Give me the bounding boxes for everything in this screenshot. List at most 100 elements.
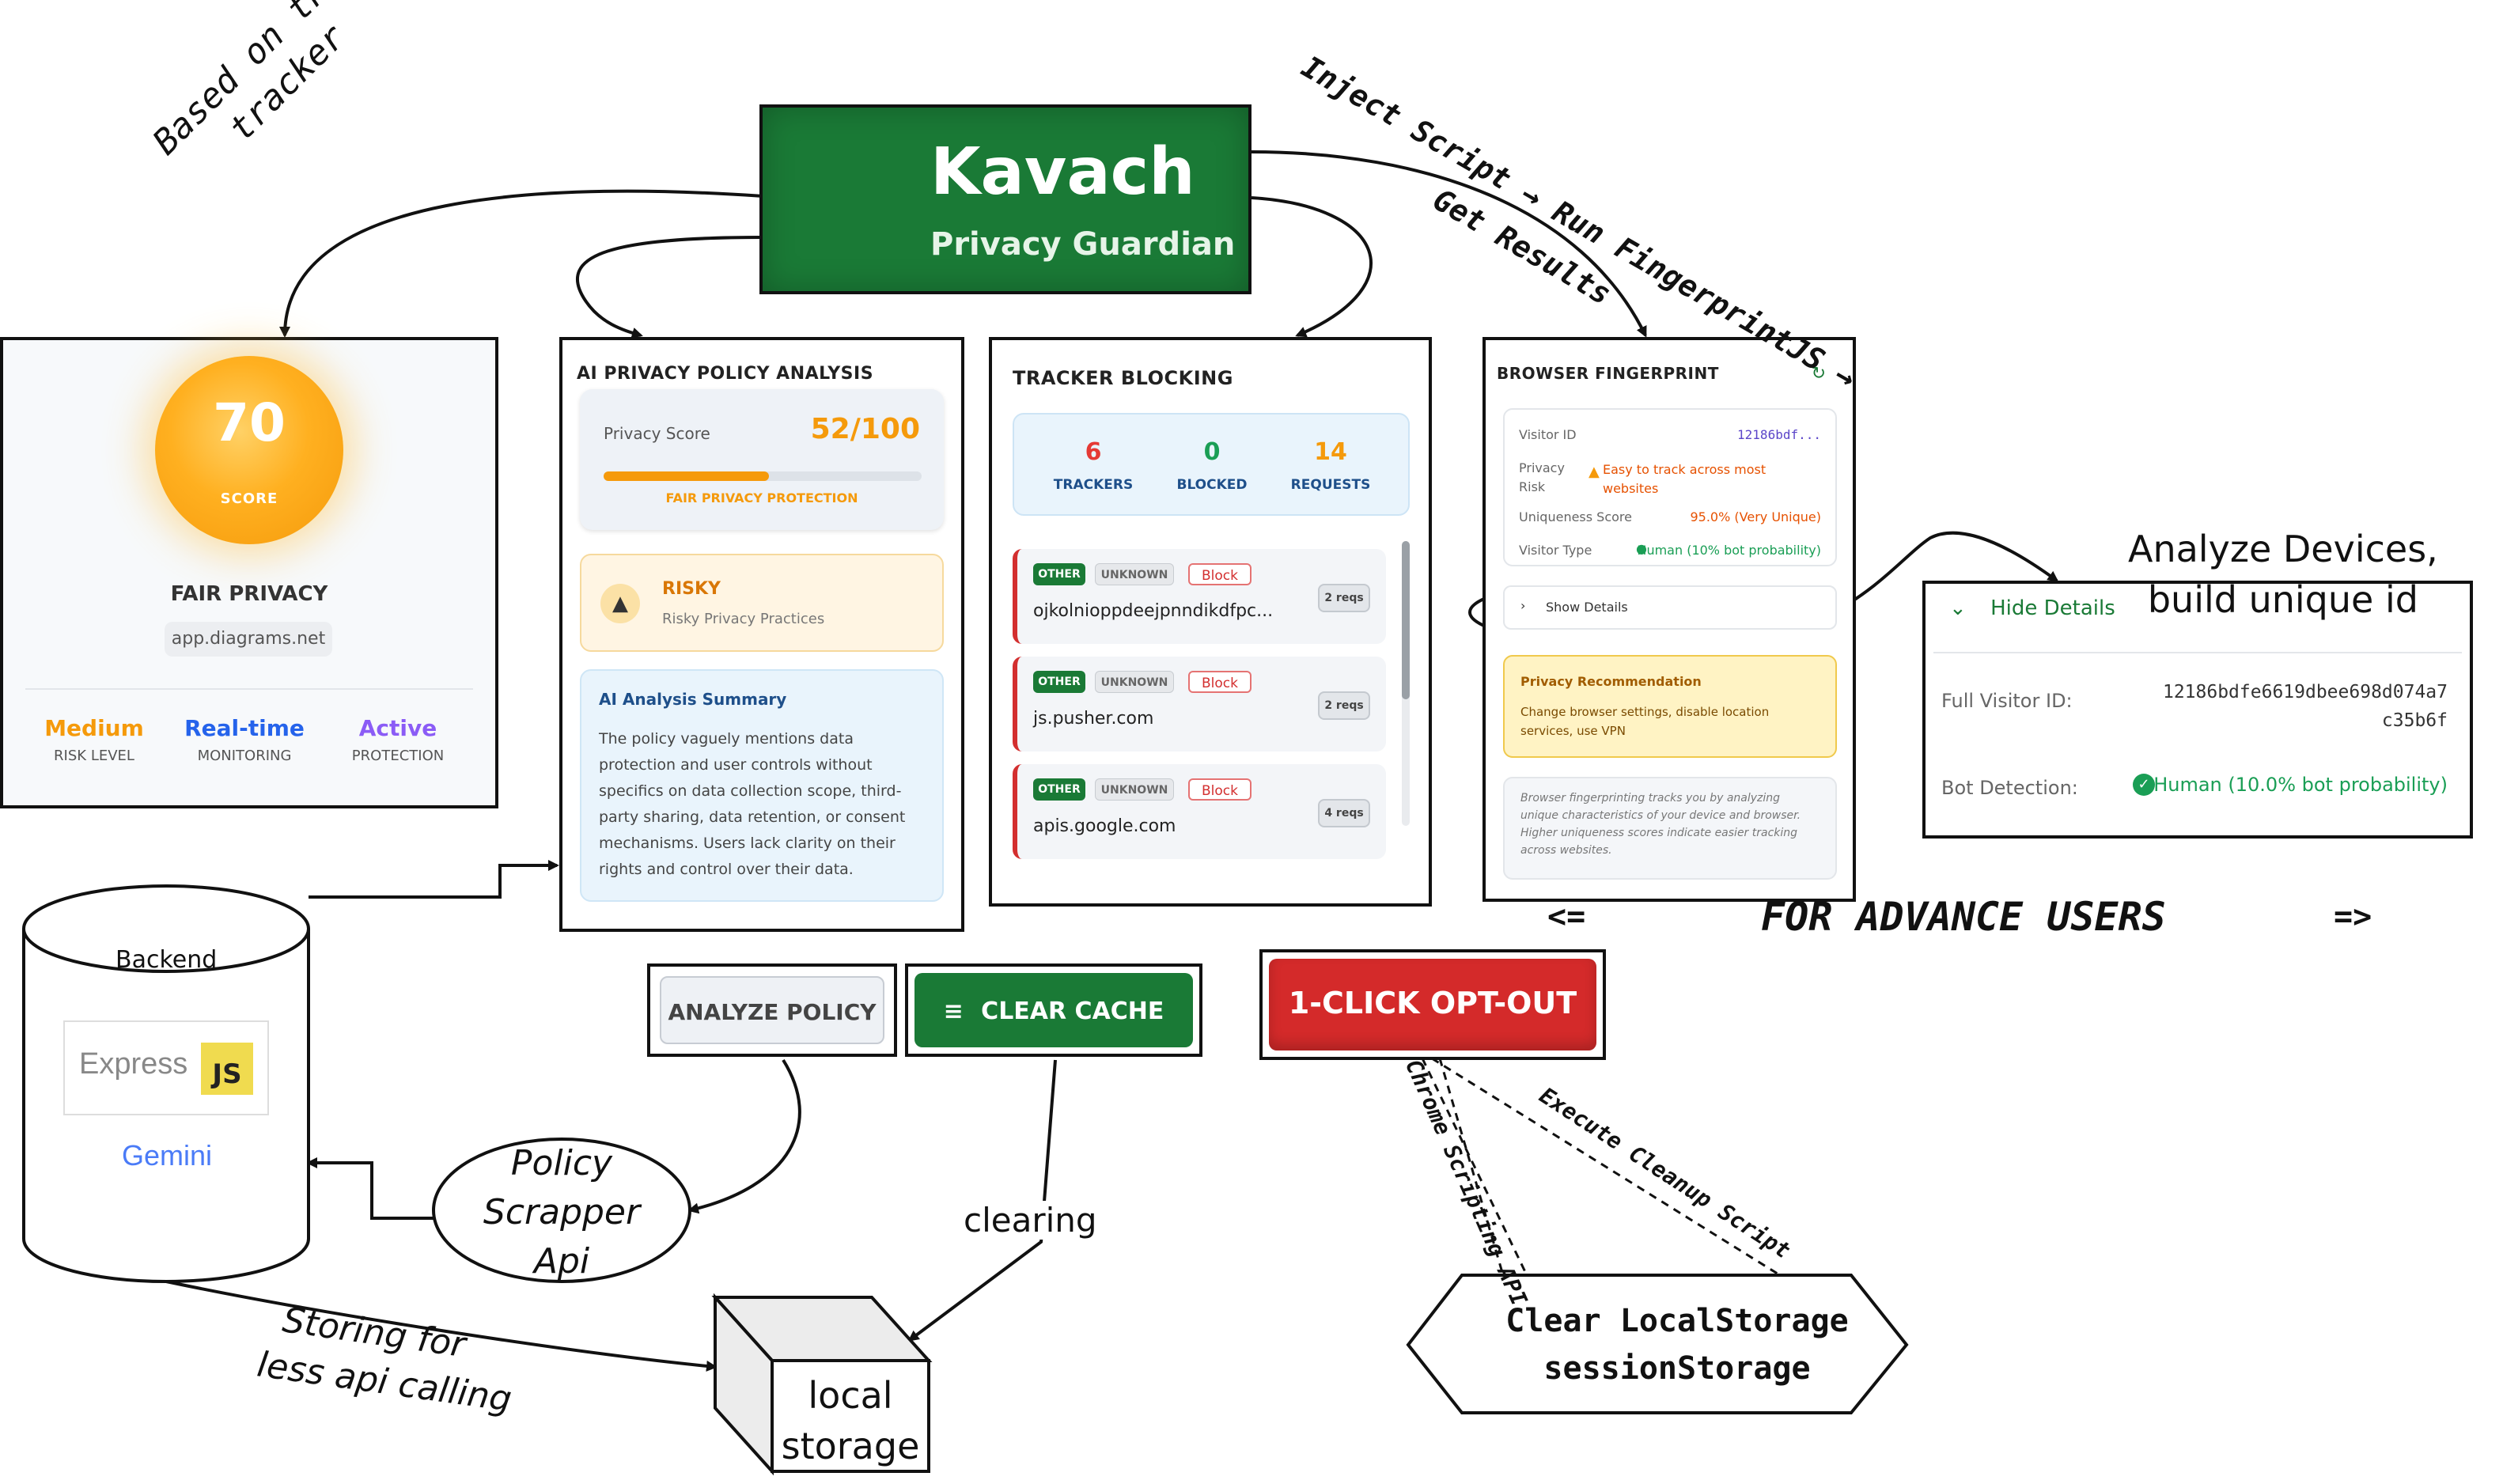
risk-card: ▲ RISKY Risky Privacy Practices	[580, 554, 944, 652]
privacy-score-caption: FAIR PRIVACY PROTECTION	[665, 490, 858, 505]
show-details-toggle[interactable]: › Show Details	[1503, 585, 1837, 630]
tracker-scrollbar[interactable]	[1402, 541, 1410, 826]
stat-blocked: 0 BLOCKED	[1149, 438, 1275, 493]
local-storage-node	[711, 1293, 933, 1476]
fingerprint-note: Browser fingerprinting tracks you by ana…	[1503, 777, 1837, 880]
hide-details-label: Hide Details	[1990, 596, 2115, 620]
visitor-id-value: 12186bdf...	[1737, 427, 1821, 442]
user-icon: ●	[1636, 541, 1647, 556]
advance-right-marker: =>	[2334, 899, 2372, 935]
privacy-score-label: Privacy Score	[604, 424, 710, 443]
app-name: Kavach	[930, 134, 1195, 210]
score-value: 70	[213, 392, 286, 453]
tracker-row: OTHER UNKNOWN Block apis.google.com 4 re…	[1013, 764, 1386, 859]
policy-scrapper-label: Policy Scrapper Api	[465, 1139, 658, 1286]
annotation-clearing: clearing	[964, 1201, 1097, 1240]
stat-value: 14	[1314, 438, 1347, 466]
score-label: SCORE	[220, 490, 278, 507]
arrow-logo-to-tracker	[1251, 196, 1373, 338]
uniqueness-value: 95.0% (Very Unique)	[1690, 509, 1821, 524]
arrow-showdetails-to-details	[1833, 531, 2059, 614]
site-chip: app.diagrams.net	[165, 622, 332, 657]
block-button[interactable]: Block	[1188, 563, 1252, 585]
privacy-level-label: FAIR PRIVACY	[170, 582, 328, 606]
advance-left-marker: <=	[1547, 899, 1586, 935]
divider	[25, 688, 473, 690]
block-button[interactable]: Block	[1188, 671, 1252, 693]
privacy-score-value: 52/100	[810, 413, 920, 445]
panel-title: AI PRIVACY POLICY ANALYSIS	[577, 364, 874, 384]
tracker-blocking-panel: TRACKER BLOCKING 6 TRACKERS 0 BLOCKED 14…	[989, 337, 1432, 907]
app-subtitle: Privacy Guardian	[930, 226, 1236, 263]
arrow-logo-to-fingerprint	[1251, 150, 1647, 338]
arrow-scrapper-to-backend	[306, 1157, 434, 1220]
arrow-clear-to-storage	[907, 1059, 1057, 1342]
tracker-domain: js.pusher.com	[1033, 709, 1154, 729]
kavach-logo: Kavach Privacy Guardian	[759, 104, 1252, 294]
visitor-id-label: Visitor ID	[1519, 427, 1577, 442]
risk-subtitle: Risky Privacy Practices	[662, 611, 825, 627]
recommendation-body: Change browser settings, disable locatio…	[1520, 705, 1770, 738]
bot-detection-value: Human (10.0% bot probability)	[2153, 774, 2448, 796]
annotation-line: Api	[533, 1241, 590, 1281]
block-button[interactable]: Block	[1188, 778, 1252, 801]
show-details-label: Show Details	[1546, 600, 1628, 615]
fingerprint-note-text: Browser fingerprinting tracks you by ana…	[1520, 792, 1801, 857]
analyze-policy-frame: ANALYZE POLICY	[647, 963, 897, 1057]
dash-optout-chrome-api-2	[1438, 1058, 1505, 1276]
chevron-right-icon: ›	[1520, 598, 1526, 613]
arrow-logo-to-score	[279, 189, 764, 338]
scrollbar-thumb[interactable]	[1402, 541, 1410, 699]
advance-users-label: FOR ADVANCE USERS	[1761, 894, 2166, 940]
panel-title: BROWSER FINGERPRINT	[1497, 364, 1719, 383]
category-badge: OTHER	[1033, 671, 1085, 693]
analyze-policy-button[interactable]: ANALYZE POLICY	[660, 976, 884, 1044]
gemini-logo: Gemini	[122, 1139, 213, 1172]
stat-label: TRACKERS	[1053, 477, 1134, 493]
warning-icon: ▲	[1589, 464, 1600, 480]
stat-value: Real-time	[184, 715, 305, 741]
stat-label: MONITORING	[197, 748, 292, 764]
annotation-line: Policy	[510, 1143, 613, 1183]
status-badge: UNKNOWN	[1095, 778, 1174, 801]
privacy-score-card: Privacy Score 52/100 FAIR PRIVACY PROTEC…	[580, 389, 944, 530]
fingerprint-info-card: Visitor ID 12186bdf... Privacy Risk ▲ Ea…	[1503, 408, 1837, 566]
summary-title: AI Analysis Summary	[599, 690, 787, 709]
browser-fingerprint-panel: BROWSER FINGERPRINT ↻ Visitor ID 12186bd…	[1482, 337, 1856, 902]
dash-optout-cleanup	[1431, 1057, 1781, 1277]
clear-cache-button[interactable]: ≡ CLEAR CACHE	[914, 973, 1193, 1047]
category-badge: OTHER	[1033, 778, 1085, 801]
privacy-score-panel: 70 SCORE FAIR PRIVACY app.diagrams.net M…	[0, 337, 498, 808]
stat-value: Active	[358, 715, 437, 741]
stat-label: REQUESTS	[1290, 477, 1371, 493]
uniqueness-label: Uniqueness Score	[1519, 509, 1632, 524]
opt-out-frame: 1-CLICK OPT-OUT	[1259, 949, 1606, 1060]
refresh-icon[interactable]: ↻	[1811, 364, 1826, 384]
arrow-backend-to-storage	[165, 1280, 718, 1372]
privacy-score-fill	[604, 471, 770, 481]
opt-out-button[interactable]: 1-CLICK OPT-OUT	[1269, 959, 1596, 1051]
summary-body: The policy vaguely mentions data protect…	[599, 730, 906, 878]
stat-label: BLOCKED	[1176, 477, 1248, 493]
annotation-line: storage	[781, 1425, 920, 1467]
request-count: 4 reqs	[1318, 799, 1370, 827]
local-storage-label: local storage	[775, 1370, 926, 1471]
check-icon: ✓	[2133, 774, 2155, 796]
visitor-details-panel: ⌄ Hide Details Full Visitor ID: 12186bdf…	[1922, 581, 2473, 839]
tracker-row: OTHER UNKNOWN Block js.pusher.com 2 reqs	[1013, 657, 1386, 751]
stat-label: PROTECTION	[351, 748, 445, 764]
hide-details-toggle[interactable]: ⌄ Hide Details	[1949, 596, 2115, 620]
stat-value: Medium	[44, 715, 144, 741]
warning-icon: ▲	[600, 584, 640, 623]
privacy-recommendation-card: Privacy Recommendation Change browser se…	[1503, 655, 1837, 758]
stat-trackers: 6 TRACKERS	[1030, 438, 1157, 493]
stat-risk-level: Medium RISK LEVEL	[19, 715, 169, 764]
privacy-risk-value: Easy to track across most websites	[1603, 462, 1766, 496]
privacy-score-bar	[604, 471, 922, 481]
visitor-type-label: Visitor Type	[1519, 543, 1592, 558]
tracker-domain: ojkolnioppdeejpnndikdfpc...	[1033, 601, 1274, 621]
clear-storage-node	[1406, 1274, 1909, 1414]
arrow-analyze-to-scrapper	[687, 1058, 801, 1214]
request-count: 2 reqs	[1318, 691, 1370, 720]
privacy-risk-label: Privacy Risk	[1519, 460, 1565, 494]
